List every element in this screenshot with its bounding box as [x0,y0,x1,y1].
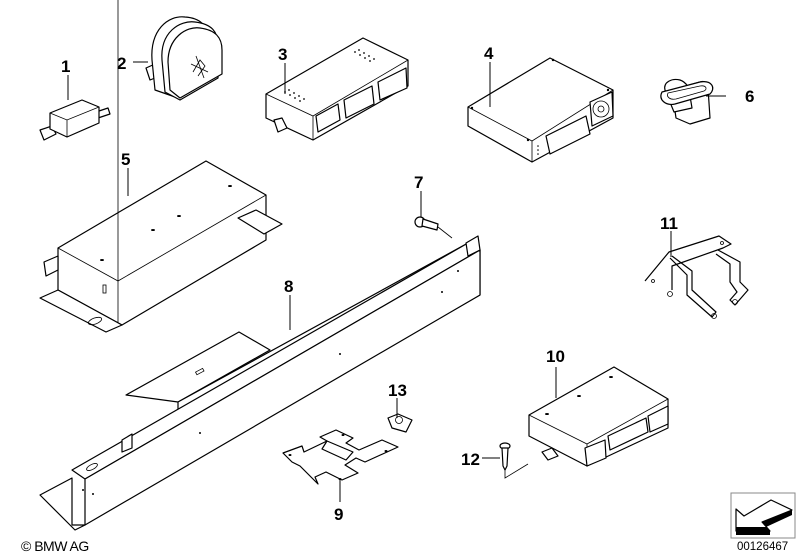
callout-3[interactable]: 3 [278,45,287,64]
callout-4[interactable]: 4 [484,44,494,63]
part-13-clip-nut[interactable] [387,413,413,433]
part-8-carrier-rail[interactable] [39,235,481,531]
part-6-grommet[interactable] [660,78,714,125]
part-7-screw[interactable] [414,216,453,239]
part-4-control-unit-fan[interactable] [467,57,614,163]
callout-9[interactable]: 9 [334,505,343,524]
callout-12[interactable]: 12 [461,450,480,469]
callout-7[interactable]: 7 [414,173,423,192]
callout-10[interactable]: 10 [546,347,565,366]
part-3-control-unit[interactable] [265,37,409,141]
part-1-small-module[interactable] [39,99,111,141]
callout-5[interactable]: 5 [121,150,130,169]
part-9-mounting-plate[interactable] [282,429,399,485]
callout-13[interactable]: 13 [388,381,407,400]
part-5-holder-bracket[interactable] [39,0,283,333]
callout-11[interactable]: 11 [660,214,678,233]
copyright-text: © BMW AG [21,538,89,554]
document-number: 00126467 [737,541,789,553]
callout-6[interactable]: 6 [745,87,754,106]
part-2-round-module[interactable] [145,16,223,101]
leader-lines [67,61,726,502]
callout-1[interactable]: 1 [61,57,70,76]
callout-2[interactable]: 2 [117,54,126,73]
part-12-screw[interactable] [499,442,529,479]
part-10-control-unit[interactable] [528,366,669,467]
arrow-down-left-icon[interactable] [730,492,796,539]
callout-8[interactable]: 8 [284,277,293,296]
callouts: 1 2 3 4 6 5 7 8 11 9 13 10 12 [61,44,754,524]
part-11-wire-bracket[interactable] [644,235,749,319]
